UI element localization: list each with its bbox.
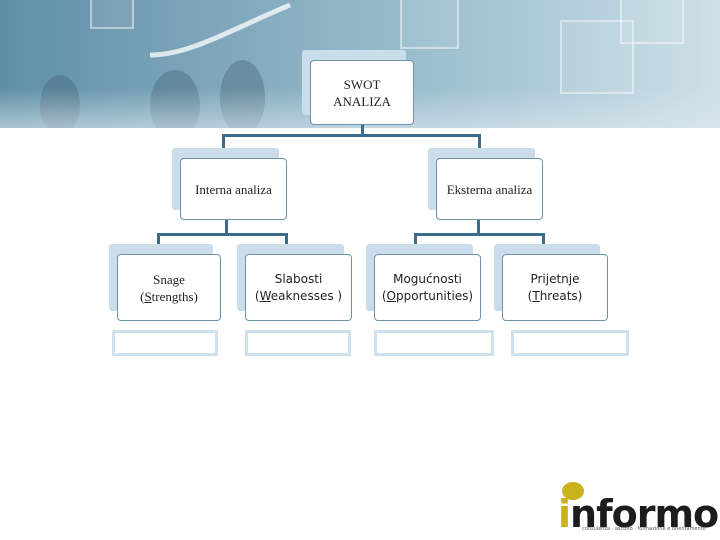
strengths-node: Snage (Strengths)	[109, 244, 221, 321]
threats-node: Prijetnje (Threats)	[494, 244, 608, 321]
logo-wordmark: informo	[558, 492, 719, 536]
opportunities-subtitle: (Opportunities)	[381, 288, 474, 303]
threats-empty-box	[511, 330, 629, 356]
connector	[222, 134, 225, 156]
connector	[414, 233, 545, 236]
threats-title: Prijetnje	[530, 271, 580, 286]
opportunities-title: Mogućnosti	[393, 271, 462, 286]
connector	[157, 233, 288, 236]
strengths-subtitle: (Strengths)	[140, 288, 198, 304]
informo-logo: informo consulenza · ascolto · formazion…	[552, 480, 719, 538]
connector	[222, 134, 481, 137]
strengths-empty-box	[112, 330, 218, 356]
banner-square	[620, 0, 684, 44]
root-line2: ANALIZA	[333, 93, 391, 109]
banner-square	[560, 20, 634, 94]
strengths-title: Snage	[153, 271, 185, 287]
threats-subtitle: (Threats)	[527, 288, 583, 303]
logo-dot	[562, 482, 584, 500]
weaknesses-subtitle: (Weaknesses )	[254, 288, 343, 303]
weaknesses-title: Slabosti	[274, 271, 323, 286]
external-label: Eksterna analiza	[446, 181, 533, 197]
swot-root-node: SWOT ANALIZA	[302, 50, 414, 125]
external-analysis-node: Eksterna analiza	[428, 148, 543, 220]
connector	[361, 124, 364, 136]
opportunities-node: Mogućnosti (Opportunities)	[366, 244, 481, 321]
logo-tagline: consulenza · ascolto · formazione e orie…	[582, 526, 706, 532]
connector	[478, 134, 481, 156]
banner-square	[400, 0, 459, 49]
connector	[477, 218, 480, 235]
internal-label: Interna analiza	[195, 181, 272, 197]
root-line1: SWOT	[343, 76, 381, 92]
banner-square	[90, 0, 134, 29]
connector	[225, 218, 228, 235]
internal-analysis-node: Interna analiza	[172, 148, 287, 220]
banner-swoosh	[149, 2, 291, 58]
weaknesses-node: Slabosti (Weaknesses )	[237, 244, 352, 321]
opportunities-empty-box	[374, 330, 494, 356]
weaknesses-empty-box	[245, 330, 351, 356]
